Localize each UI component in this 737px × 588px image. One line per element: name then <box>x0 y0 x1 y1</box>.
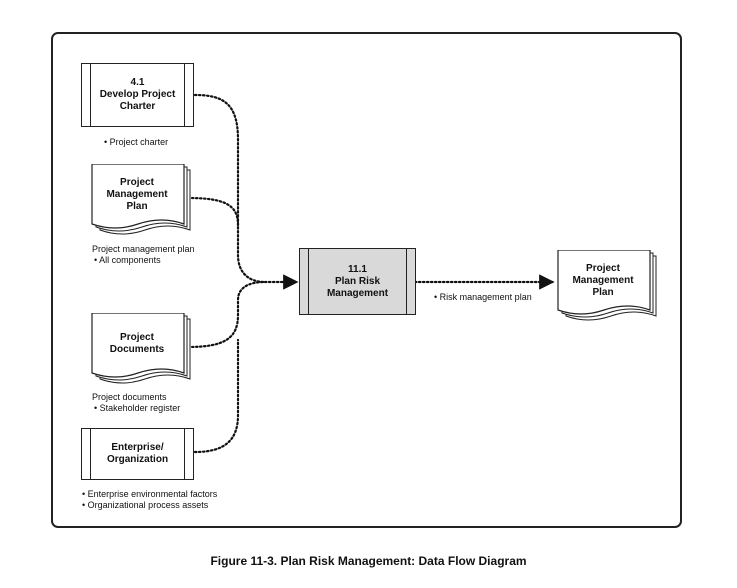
pmp-in-line-2: Management <box>106 189 168 200</box>
note-enterprise: • Enterprise environmental factors • Org… <box>82 489 217 511</box>
pmp-out-line-2: Management <box>572 275 634 286</box>
diagram-frame <box>51 32 682 528</box>
process-line-3: Management <box>326 287 389 299</box>
link-docs <box>186 280 267 349</box>
note-charter: • Project charter <box>104 137 168 148</box>
charter-line-3: Charter <box>119 101 156 112</box>
enterprise-organization[interactable]: Enterprise/ Organization <box>81 428 194 480</box>
note-docs-1: Project documents <box>92 392 167 402</box>
link-pmp-in <box>186 196 240 227</box>
figure-caption: Figure 11-3. Plan Risk Management: Data … <box>210 554 527 568</box>
docs-line-2: Documents <box>109 344 165 355</box>
note-docs: Project documents • Stakeholder register <box>92 392 180 414</box>
link-enterprise <box>193 338 240 454</box>
pmp-out-line-1: Project <box>586 263 620 274</box>
document-stack-icon <box>557 250 657 321</box>
document-project-management-plan-output[interactable]: Project Management Plan <box>556 250 658 324</box>
process-plan-risk-management[interactable]: 11.1 Plan Risk Management <box>299 248 416 315</box>
note-pmp-in-2: • All components <box>94 255 161 265</box>
charter-line-1: 4.1 <box>130 77 145 88</box>
charter-line-2: Develop Project <box>99 89 176 100</box>
link-charter <box>193 93 267 284</box>
note-pmp-in-1: Project management plan <box>92 244 195 254</box>
note-output-1: • Risk management plan <box>434 292 532 302</box>
pmp-in-line-3: Plan <box>126 201 148 212</box>
enterprise-line-1: Enterprise/ <box>111 442 164 453</box>
document-project-management-plan-input[interactable]: Project Management Plan <box>90 164 192 238</box>
enterprise-line-2: Organization <box>106 454 169 465</box>
document-stack-icon <box>91 164 191 235</box>
note-charter-1: • Project charter <box>104 137 169 147</box>
note-pmp-in: Project management plan • All components <box>92 244 195 266</box>
process-line-2: Plan Risk <box>334 275 381 287</box>
note-output: • Risk management plan <box>434 292 532 303</box>
docs-line-1: Project <box>120 332 154 343</box>
process-develop-project-charter[interactable]: 4.1 Develop Project Charter <box>81 63 194 127</box>
pmp-out-line-3: Plan <box>592 287 614 298</box>
process-line-1: 11.1 <box>348 263 367 275</box>
document-project-documents[interactable]: Project Documents <box>90 313 192 387</box>
note-enterprise-1: • Enterprise environmental factors <box>82 489 218 499</box>
pmp-in-line-1: Project <box>120 177 154 188</box>
note-enterprise-2: • Organizational process assets <box>82 500 209 510</box>
document-stack-icon <box>91 313 191 384</box>
note-docs-2: • Stakeholder register <box>94 403 181 413</box>
